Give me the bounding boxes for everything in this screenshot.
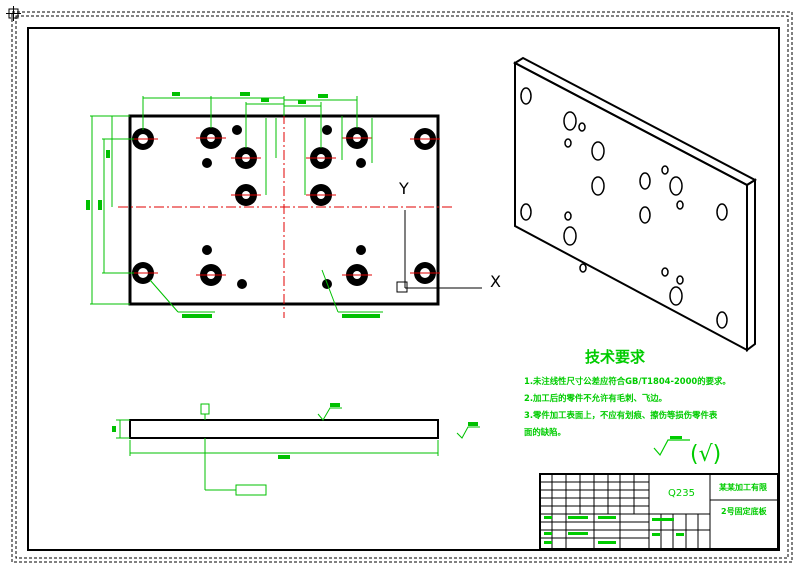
axis-y-label: Y xyxy=(398,179,409,198)
tech-req-line-1: 1.未注线性尺寸公差应符合GB/T1804-2000的要求。 xyxy=(524,376,731,386)
isometric-view xyxy=(512,56,758,352)
front-view xyxy=(86,92,452,318)
dimension-values xyxy=(86,92,380,318)
roughness-symbol xyxy=(653,439,690,457)
tech-req-title: 技术要求 xyxy=(585,348,646,366)
roughness-note: (√) xyxy=(690,442,721,467)
title-company: 某某加工有限 xyxy=(718,482,767,492)
technical-requirements: 技术要求 1.未注线性尺寸公差应符合GB/T1804-2000的要求。 2.加工… xyxy=(524,348,731,467)
tech-req-line-3: 3.零件加工表面上，不应有划痕、擦伤等损伤零件表 xyxy=(524,410,718,420)
origin-marker[interactable] xyxy=(6,6,21,21)
ucs-icon xyxy=(396,210,482,293)
tech-req-line-4: 面的缺陷。 xyxy=(524,427,566,437)
side-view xyxy=(112,403,480,496)
sheet-border xyxy=(11,11,793,563)
tech-req-line-2: 2.加工后的零件不允许有毛刺、飞边。 xyxy=(524,393,667,403)
title-part-name: 2号固定底板 xyxy=(721,506,768,516)
axis-x-label: X xyxy=(490,272,501,291)
dimension-lines xyxy=(90,96,383,313)
title-material: Q235 xyxy=(668,488,695,499)
center-lines xyxy=(118,96,452,318)
title-block: Q235 某某加工有限 2号固定底板 xyxy=(539,473,779,550)
